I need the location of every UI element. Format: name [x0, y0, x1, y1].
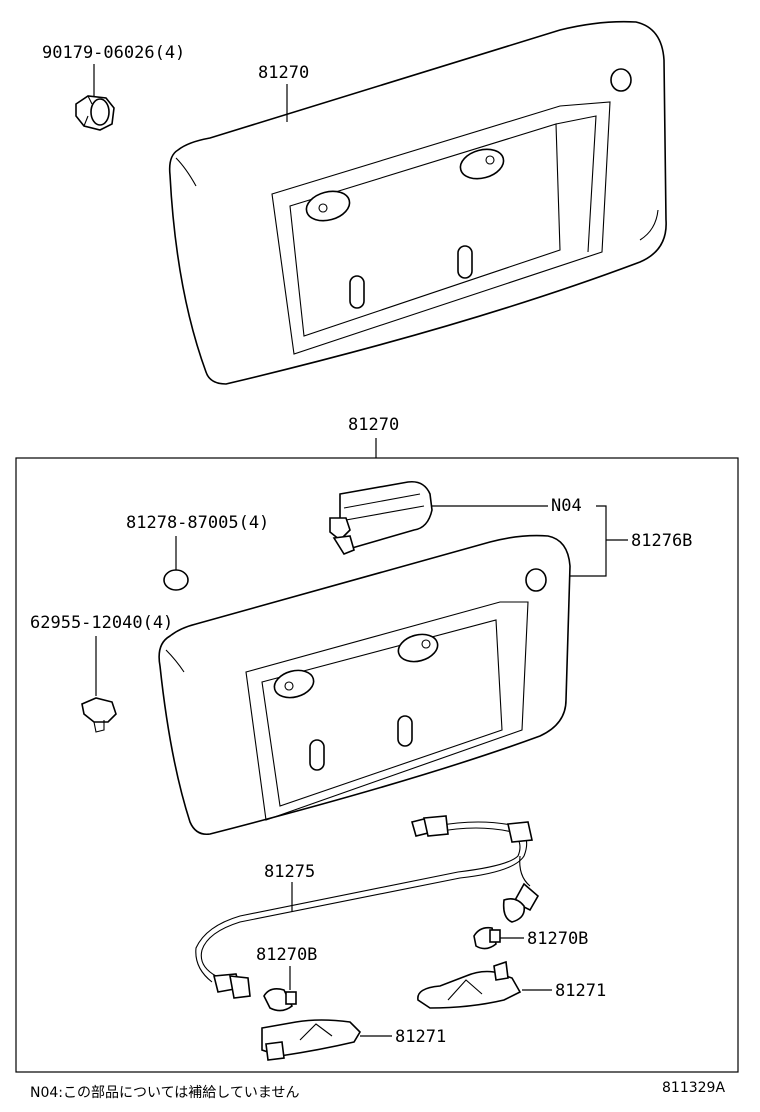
label-assembly: 81270: [348, 415, 399, 435]
label-bulb-left: 81270B: [256, 945, 317, 965]
bulb-left-part: [263, 988, 297, 1012]
washer-part: [163, 569, 189, 591]
assembly-frame: [15, 457, 739, 1073]
license-plate-bracket-assembly: [158, 534, 571, 836]
wire-harness-part: [195, 815, 540, 999]
label-nut-top: 90179-06026(4): [42, 43, 185, 63]
label-n04: N04: [551, 496, 582, 516]
label-plate-inner: 81276B: [631, 531, 692, 551]
lamp-left-part: [261, 1019, 362, 1061]
diagram-code: 811329A: [662, 1080, 726, 1096]
footnote: N04:この部品については補給していません: [30, 1085, 300, 1101]
license-plate-bracket-top: [168, 20, 667, 385]
label-lamp-left: 81271: [395, 1027, 446, 1047]
lamp-right-part: [417, 960, 522, 1009]
clip-part: [81, 697, 117, 733]
label-lamp-right: 81271: [555, 981, 606, 1001]
label-bulb-right: 81270B: [527, 929, 588, 949]
label-clip: 62955-12040(4): [30, 613, 173, 633]
bulb-right-part: [473, 926, 501, 950]
nut-part: [75, 95, 115, 131]
label-wire: 81275: [264, 862, 315, 882]
label-plate-top: 81270: [258, 63, 309, 83]
label-washer: 81278-87005(4): [126, 513, 269, 533]
hinge-bracket-part: [329, 480, 433, 555]
